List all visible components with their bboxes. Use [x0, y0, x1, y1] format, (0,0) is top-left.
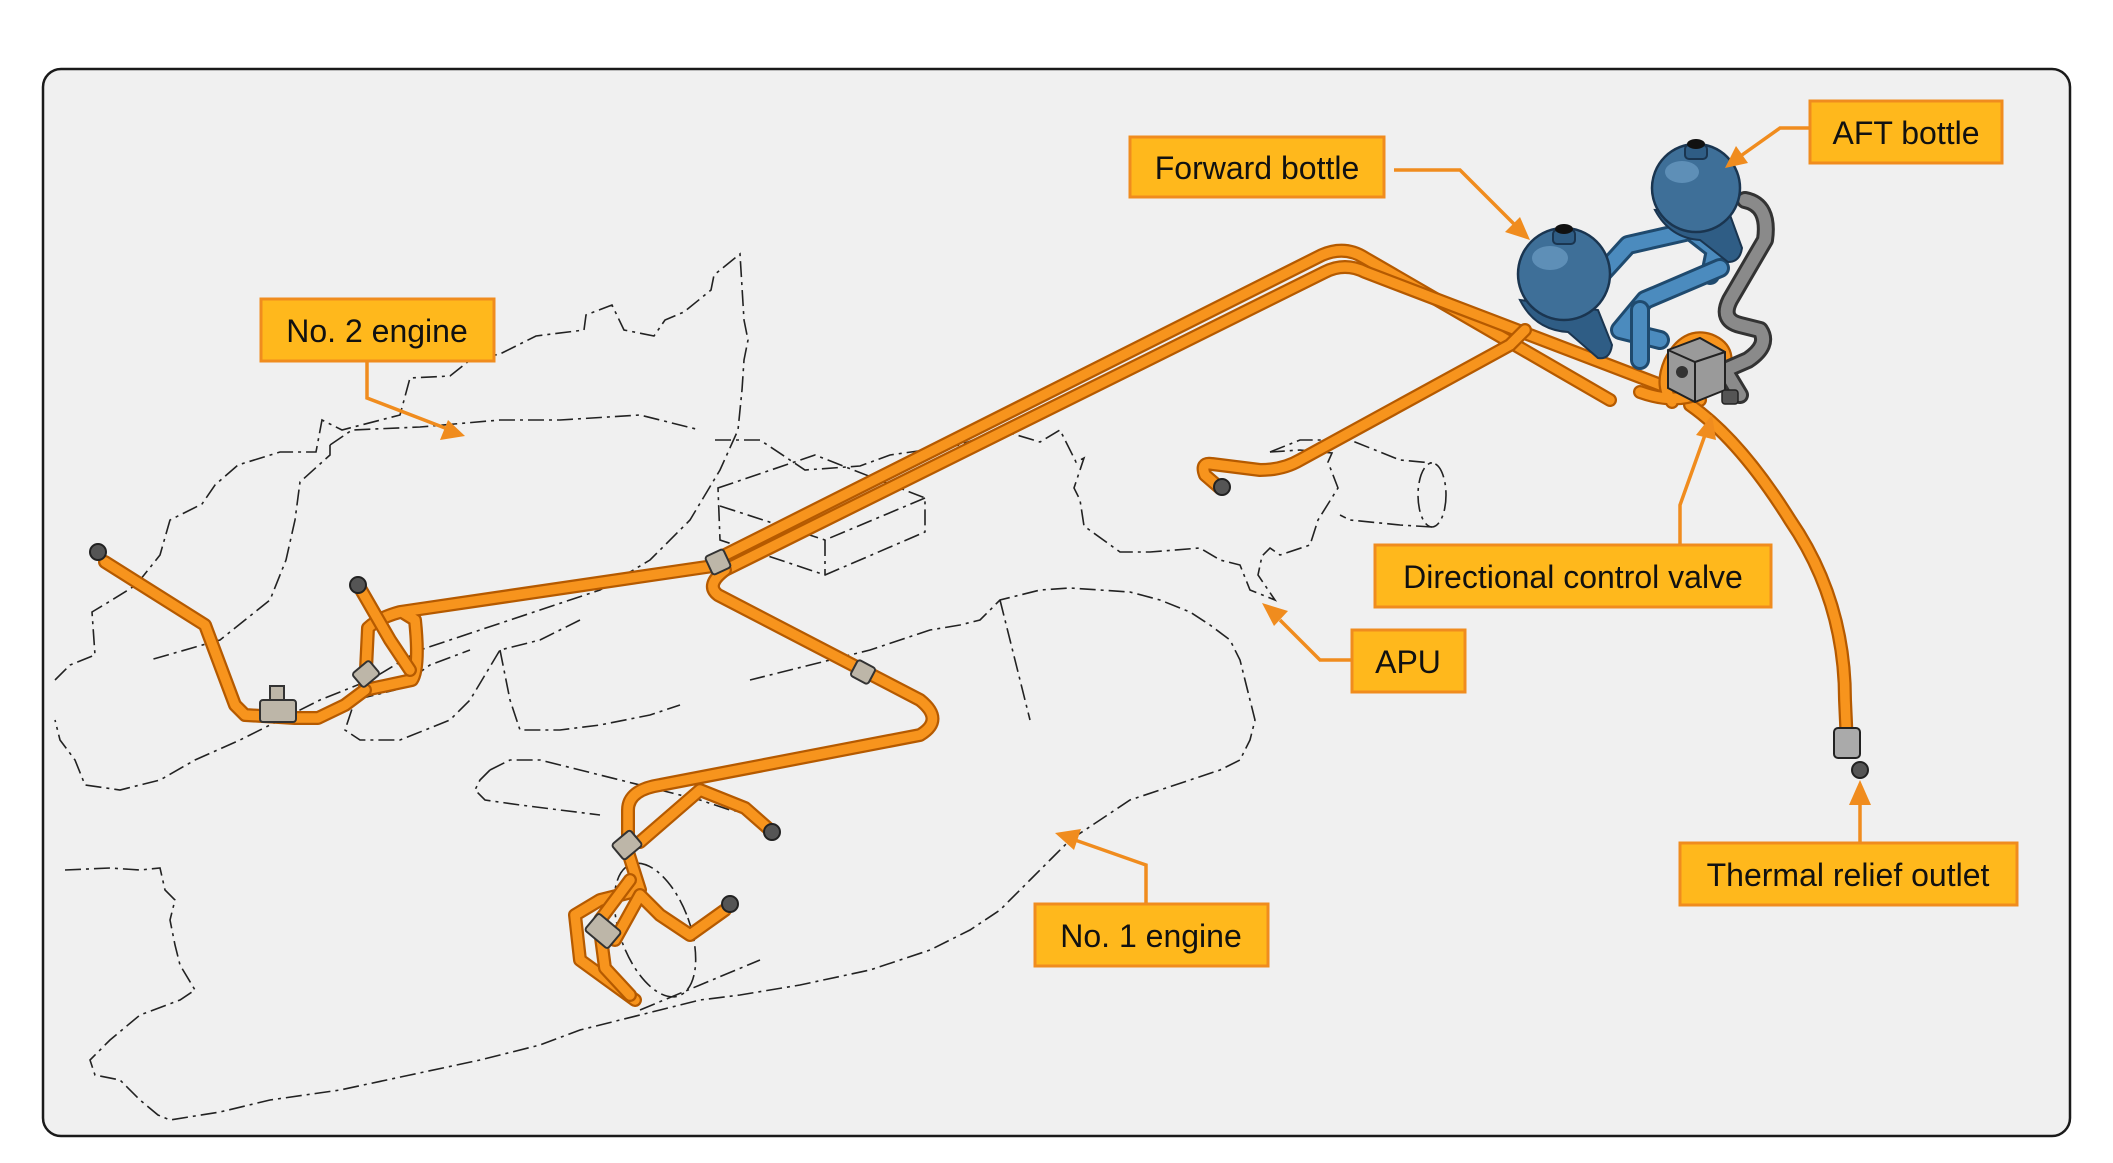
apu-callout: APU [1262, 603, 1467, 694]
apu-label: APU [1375, 644, 1441, 680]
forward-bottle-label-box [1128, 135, 1386, 199]
thermal-relief-outlet-label: Thermal relief outlet [1707, 857, 1990, 893]
no1-engine-label: No. 1 engine [1060, 918, 1241, 954]
tube-fittings [89, 478, 1869, 949]
directional-control-valve-label-box [1373, 543, 1773, 609]
no1-engine-callout: No. 1 engine [1033, 829, 1270, 968]
directional-control-valve-callout: Directional control valve [1373, 415, 1773, 609]
thermal-relief-outlet-label-box [1678, 841, 2019, 907]
no2-engine-outline [54, 252, 749, 791]
apu-label-box [1350, 628, 1467, 694]
diagram-panel [41, 67, 2072, 1138]
no1-engine-label-box [1033, 902, 1270, 968]
no2-engine-label: No. 2 engine [286, 313, 467, 349]
apu-box [717, 454, 926, 576]
aft-bottle [1650, 139, 1744, 264]
aft-bottle-callout: AFT bottle [1725, 99, 2004, 168]
aft-bottle-label-box [1808, 99, 2004, 165]
thermal-relief-outlet-callout: Thermal relief outlet [1678, 780, 2019, 907]
forward-bottle-callout: Forward bottle [1128, 135, 1530, 240]
directional-control-valve [1667, 336, 1739, 405]
no2-engine-label-box [259, 297, 496, 363]
forward-bottle [1516, 224, 1614, 360]
forward-bottle-label: Forward bottle [1155, 150, 1360, 186]
aft-bottle-label: AFT bottle [1832, 115, 1979, 151]
directional-control-valve-label: Directional control valve [1403, 559, 1743, 595]
no2-engine-callout: No. 2 engine [259, 297, 496, 440]
